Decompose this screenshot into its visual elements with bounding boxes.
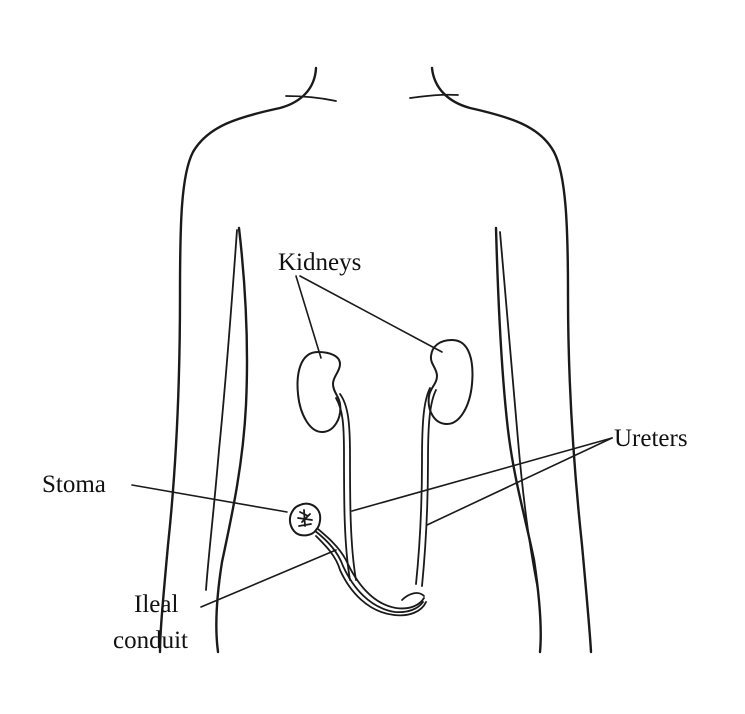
torso-outline — [158, 66, 593, 654]
label-ureters: Ureters — [614, 425, 688, 452]
leader-ureter-upper — [351, 437, 613, 512]
left-ureter — [339, 393, 357, 581]
kidneys — [296, 339, 474, 433]
stoma-opening — [297, 509, 313, 527]
ureters — [335, 387, 437, 587]
right-ureter — [415, 387, 431, 585]
left-shoulder-arm — [158, 66, 318, 654]
stoma — [288, 502, 322, 537]
right-inner-arm — [499, 231, 539, 591]
label-ileal: Ileal — [134, 591, 178, 618]
ileal-conduit — [311, 523, 427, 617]
conduit-lumen — [313, 529, 424, 614]
left-kidney — [296, 351, 342, 433]
leader-kidney-left — [295, 275, 322, 359]
left-ureter-inner — [335, 397, 351, 581]
leader-lines — [131, 275, 613, 608]
label-stoma: Stoma — [42, 471, 106, 498]
label-conduit: conduit — [113, 627, 188, 654]
left-inner-arm — [205, 229, 238, 591]
label-kidneys: Kidneys — [278, 249, 361, 276]
labels: Kidneys Ureters Stoma Ileal conduit — [42, 249, 688, 654]
left-collarbone — [285, 95, 337, 102]
right-collarbone — [409, 93, 459, 99]
right-torso-side — [494, 226, 542, 654]
left-torso-side — [215, 226, 249, 654]
right-kidney — [427, 339, 474, 425]
leader-ureter-lower — [426, 437, 613, 526]
right-ureter-inner — [421, 389, 437, 587]
leader-stoma — [131, 484, 288, 513]
conduit-end — [401, 592, 425, 601]
right-shoulder-arm — [430, 66, 593, 654]
leader-kidney-right — [299, 275, 443, 353]
conduit-outer-wall — [311, 523, 425, 610]
leader-ileal-conduit — [200, 549, 337, 608]
